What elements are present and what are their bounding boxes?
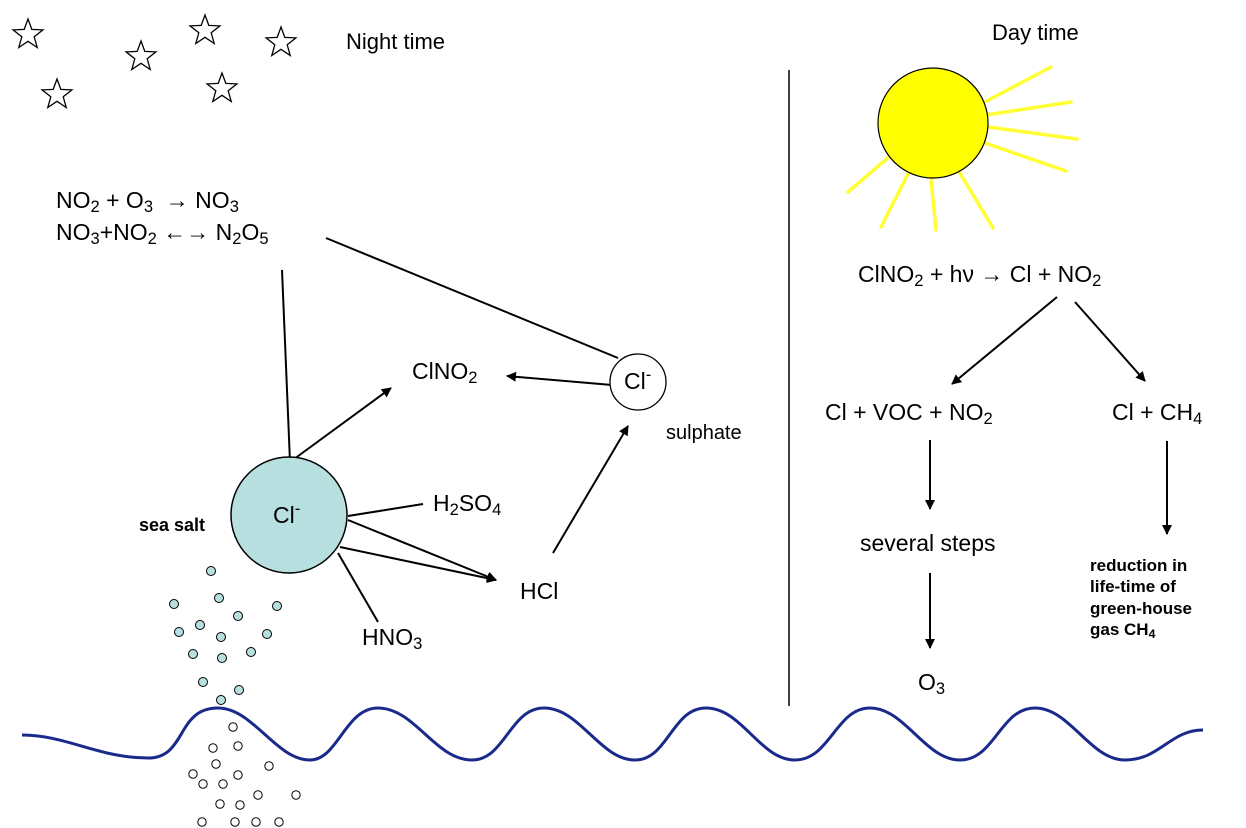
h2so4-label: H2SO4 (433, 490, 502, 520)
o3-label: O3 (918, 669, 946, 699)
star-icon (188, 13, 222, 46)
photolysis-reaction: ClNO2 + hν → Cl + NO2 (858, 261, 1102, 291)
arrow-photolysis-to-voc (951, 296, 1058, 385)
sea-salt-label: sea salt (139, 515, 206, 535)
reaction-no3-no2-equilibrium: NO3+NO2 ←→ N2O5 (56, 219, 269, 249)
arrow-seasalt-to-hcl-1 (347, 519, 497, 582)
star-icon (124, 39, 158, 72)
night-stars (11, 13, 298, 110)
arrow-seasalt-to-clno2 (289, 387, 392, 463)
night-time-title: Night time (346, 29, 446, 54)
sulphate-label: sulphate (666, 422, 742, 444)
star-icon (11, 17, 45, 50)
underwater-bubbles (188, 722, 301, 827)
arrow-photolysis-to-ch4 (1074, 301, 1146, 382)
sulphate-chloride-ion: Cl- (624, 364, 652, 394)
several-steps-label: several steps (860, 530, 996, 556)
line-seasalt-to-h2so4 (347, 503, 424, 517)
sea-salt-chloride-ion: Cl- (273, 498, 301, 528)
day-time-title: Day time (992, 20, 1079, 45)
line-n2o5-to-sulphate (325, 237, 619, 359)
reduction-lifetime-label: reduction in life-time of green-house ga… (1090, 556, 1193, 641)
clno2-label: ClNO2 (412, 358, 478, 388)
sulphate-particle (609, 353, 667, 411)
line-seasalt-to-hno3 (337, 552, 379, 623)
star-icon (40, 77, 74, 110)
reaction-no2-o3: NO2 + O3 → NO3 (56, 187, 239, 217)
cl-ch4-label: Cl + CH4 (1112, 399, 1203, 429)
sea-surface-wave (21, 706, 1204, 762)
star-icon (205, 71, 239, 104)
arrow-seasalt-to-hcl-2 (339, 546, 497, 584)
line-n2o5-to-seasalt (281, 269, 291, 463)
sea-spray-droplets (169, 566, 282, 705)
arrow-hcl-to-sulphate (552, 425, 629, 554)
sun-icon (846, 65, 1079, 232)
cl-voc-no2-label: Cl + VOC + NO2 (825, 399, 993, 429)
arrow-sulphate-to-clno2 (506, 371, 613, 386)
star-icon (264, 25, 298, 58)
hcl-label: HCl (520, 578, 559, 604)
sea-salt-particle (230, 456, 348, 574)
hno3-label: HNO3 (362, 624, 423, 654)
